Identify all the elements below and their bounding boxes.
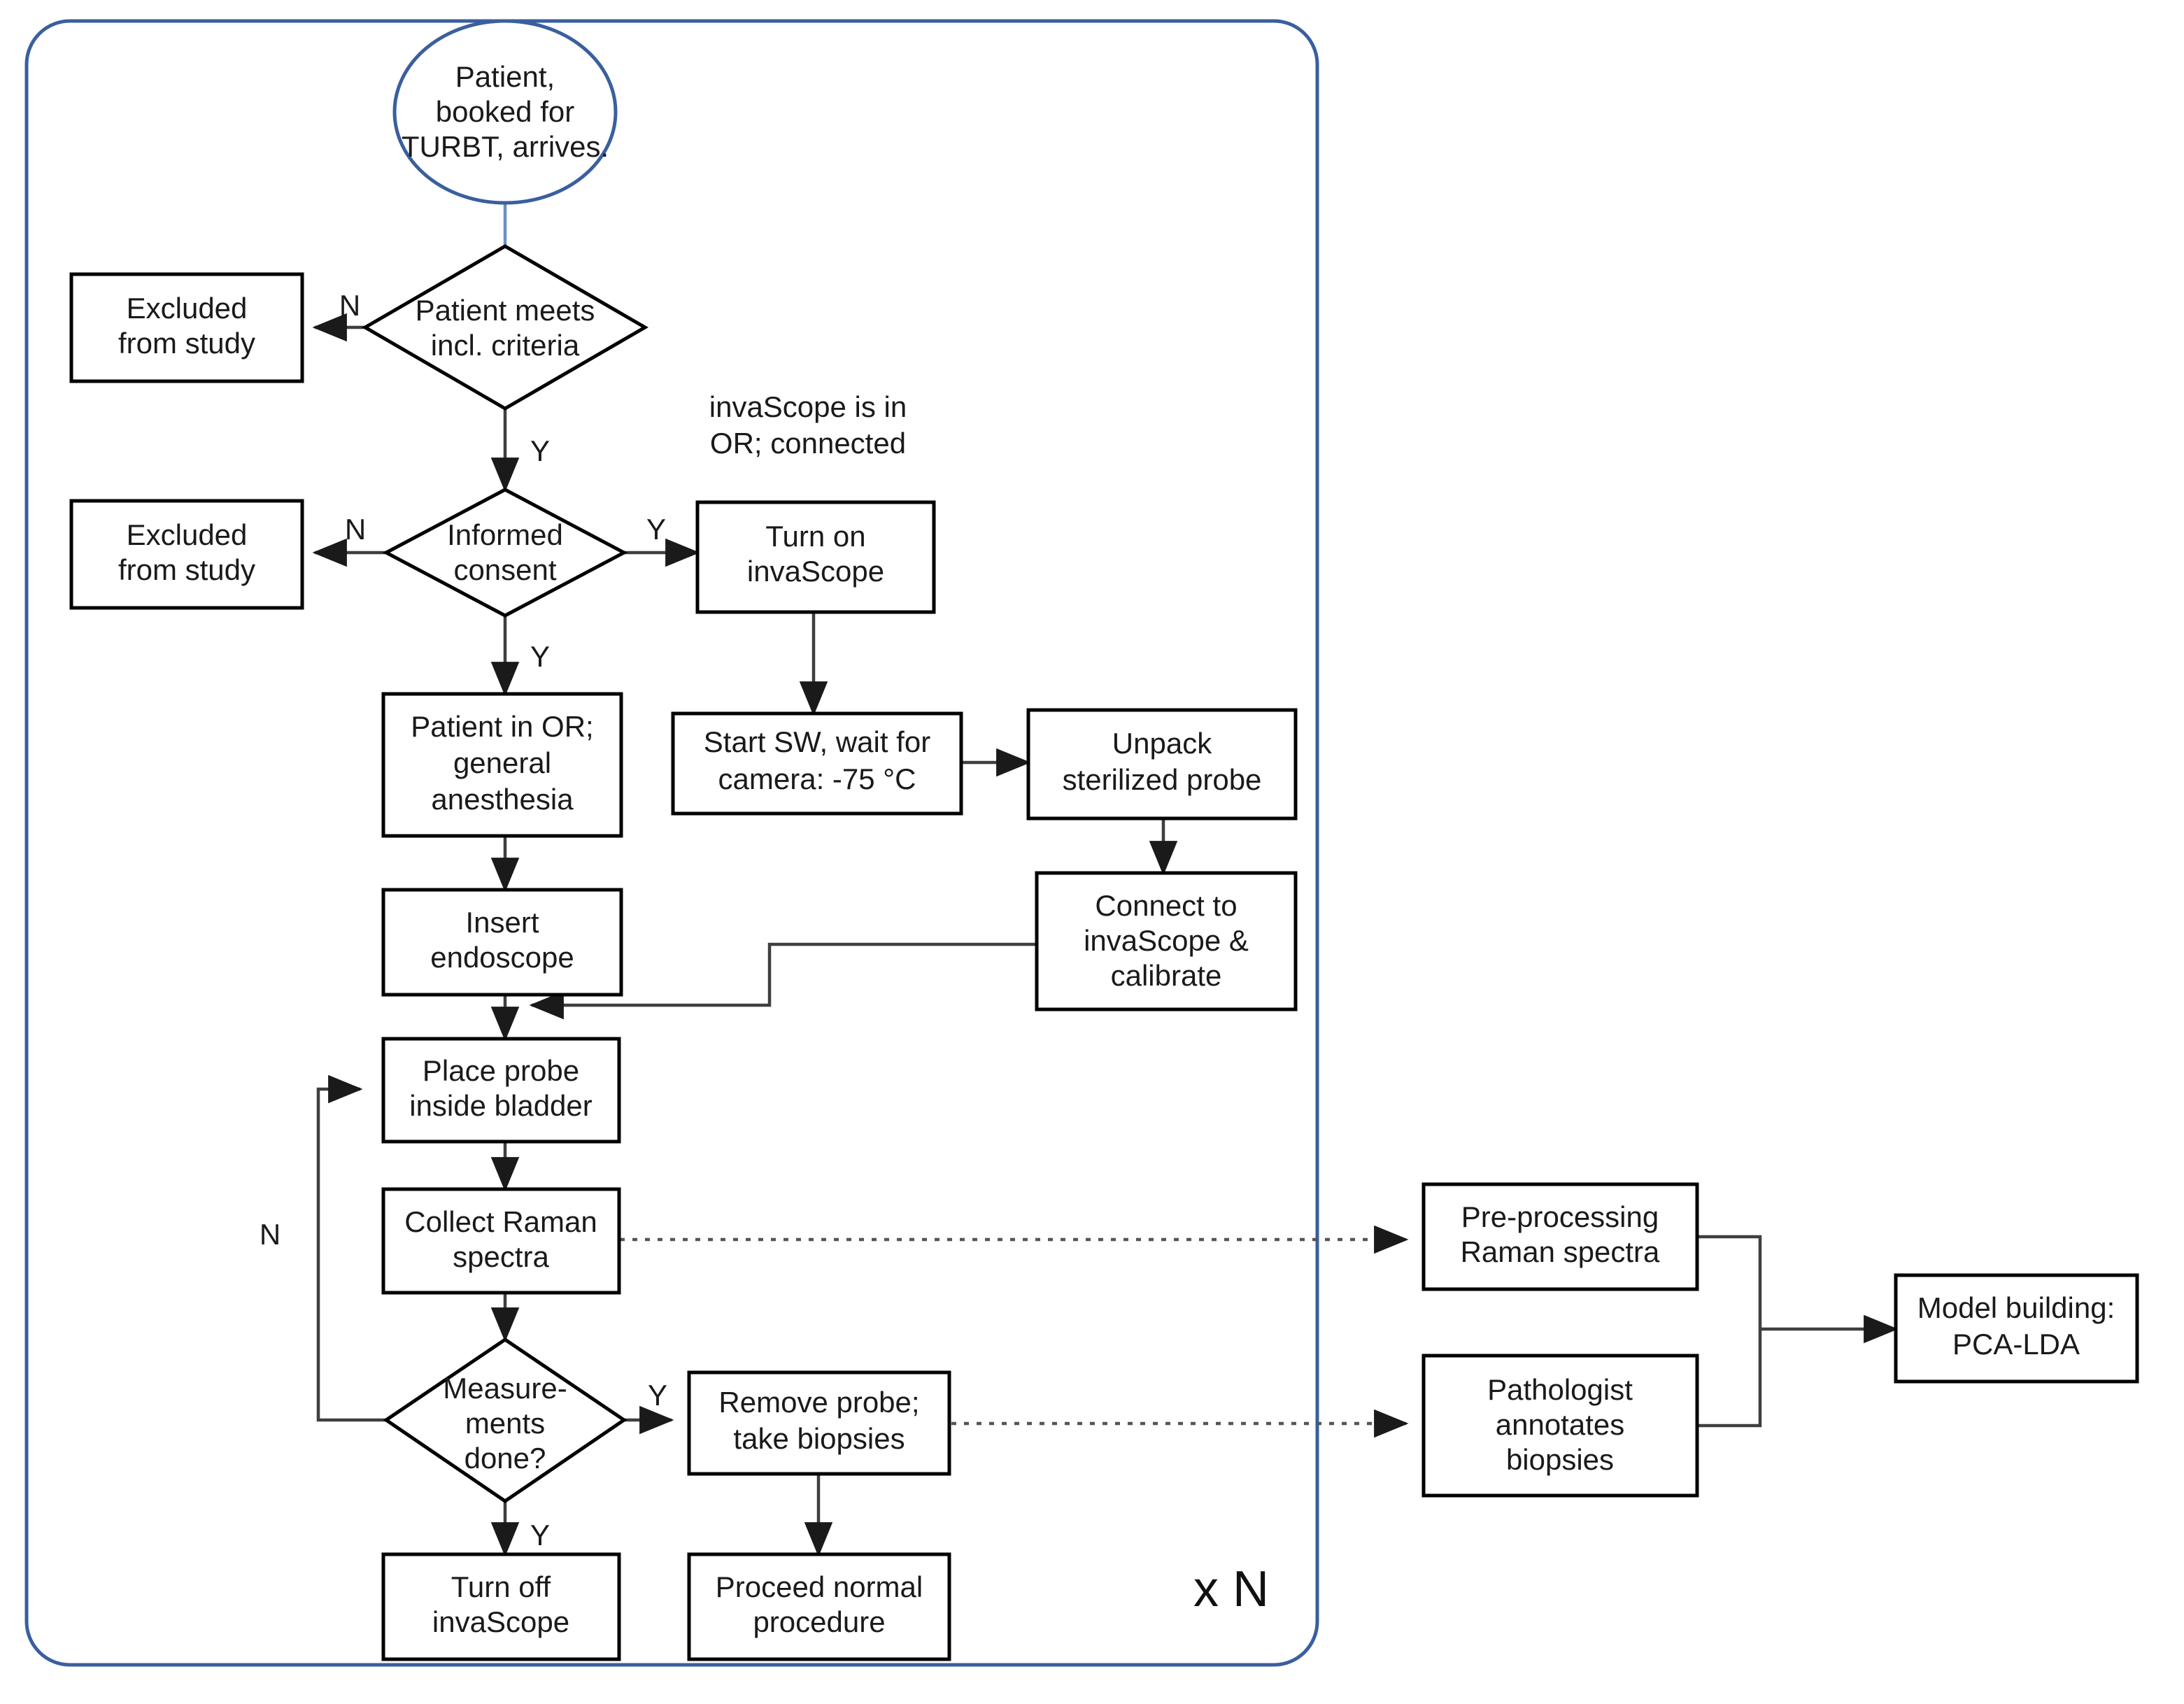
node-turnon-line2: invaScope — [747, 555, 884, 588]
node-collect-raman-spectra[interactable] — [381, 1187, 621, 1295]
node-collect-line1: Collect Raman — [404, 1205, 597, 1238]
node-measurements-line2: ments — [465, 1407, 545, 1440]
node-excluded-from-study-2[interactable] — [69, 499, 304, 610]
node-patient-in-or-anesthesia[interactable] — [381, 692, 623, 838]
node-turnon-line1: Turn on — [765, 520, 865, 553]
node-excluded1-line2: from study — [118, 327, 255, 360]
node-modelbuilding-line1: Model building: — [1917, 1291, 2115, 1324]
node-startsw-line1: Start SW, wait for — [704, 725, 930, 758]
node-patientor-line2: general — [453, 746, 551, 779]
node-patientor-line1: Patient in OR; — [411, 710, 593, 743]
branch-label-measurements-yes-right: Y — [648, 1379, 667, 1412]
node-placeprobe-line1: Place probe — [423, 1054, 579, 1087]
node-measurements-line1: Measure- — [443, 1372, 567, 1405]
edge-measurements-no-loop — [316, 1074, 386, 1422]
branch-label-consent-no: N — [345, 513, 366, 546]
repeat-count-label: x N — [1193, 1561, 1269, 1617]
edge-pathologist-merge — [1697, 1329, 1762, 1428]
node-unpack-line2: sterilized probe — [1063, 763, 1262, 796]
repeat-group-container — [24, 19, 1319, 1667]
node-insert-line2: endoscope — [430, 941, 574, 974]
branch-label-criteria-yes: Y — [530, 434, 550, 467]
node-proceed-line2: procedure — [753, 1605, 885, 1638]
node-model-building-pca-lda[interactable] — [1894, 1273, 2139, 1384]
node-preprocessing-raman-spectra[interactable] — [1421, 1182, 1699, 1291]
node-pathologist-line3: biopsies — [1506, 1443, 1614, 1476]
node-patientor-line3: anesthesia — [431, 783, 574, 816]
branch-label-consent-yes-right: Y — [646, 513, 666, 546]
branch-label-criteria-no: N — [339, 289, 360, 322]
node-turnoff-line2: invaScope — [432, 1605, 569, 1638]
node-turn-on-invascope[interactable] — [695, 500, 936, 614]
node-excluded-from-study-1[interactable] — [69, 272, 304, 383]
node-consent-line1: Informed — [447, 518, 563, 551]
node-collect-line2: spectra — [453, 1240, 549, 1273]
node-connect-line1: Connect to — [1095, 889, 1237, 922]
node-connect-invascope-calibrate[interactable] — [1035, 871, 1298, 1011]
node-preprocessing-line1: Pre-processing — [1461, 1200, 1659, 1233]
node-pathologist-annotates-biopsies[interactable] — [1421, 1354, 1699, 1498]
node-decision-inclusion-criteria[interactable] — [362, 244, 648, 411]
node-remove-probe-take-biopsies[interactable] — [687, 1370, 951, 1476]
node-pathologist-line1: Pathologist — [1487, 1373, 1633, 1406]
node-unpack-line1: Unpack — [1112, 727, 1212, 760]
node-place-probe-inside-bladder[interactable] — [381, 1037, 621, 1144]
node-modelbuilding-line2: PCA-LDA — [1952, 1328, 2080, 1361]
note-invascope-line2: OR; connected — [710, 427, 906, 460]
node-start-sw-wait-camera[interactable] — [671, 711, 963, 816]
node-insert-endoscope[interactable] — [381, 888, 623, 997]
branch-label-measurements-no: N — [260, 1218, 281, 1251]
node-proceed-line1: Proceed normal — [716, 1570, 923, 1603]
node-remove-line1: Remove probe; — [718, 1386, 919, 1419]
node-unpack-sterilized-probe[interactable] — [1026, 708, 1298, 821]
node-preprocessing-line2: Raman spectra — [1461, 1235, 1660, 1268]
branch-label-consent-yes-down: Y — [530, 640, 550, 673]
node-start-line3: TURBT, arrives. — [402, 130, 609, 163]
node-decision-informed-consent[interactable] — [382, 488, 628, 618]
node-insert-line1: Insert — [465, 906, 539, 939]
node-startsw-line2: camera: -75 °C — [718, 762, 916, 795]
node-criteria-line1: Patient meets — [416, 294, 595, 327]
node-excluded2-line1: Excluded — [127, 518, 248, 551]
node-excluded2-line2: from study — [118, 553, 255, 586]
note-invascope-line1: invaScope is in — [709, 390, 907, 423]
node-remove-line2: take biopsies — [733, 1422, 905, 1455]
node-connect-line2: invaScope & — [1084, 924, 1249, 957]
node-start-line2: booked for — [436, 95, 574, 128]
node-measurements-line3: done? — [465, 1442, 546, 1475]
node-turn-off-invascope[interactable] — [381, 1552, 621, 1661]
node-connect-line3: calibrate — [1111, 959, 1222, 992]
node-start-line1: Patient, — [455, 60, 555, 93]
node-excluded1-line1: Excluded — [127, 292, 248, 325]
edge-preprocessing-merge — [1697, 1235, 1762, 1329]
node-start-patient-arrives[interactable] — [392, 19, 618, 205]
node-placeprobe-line2: inside bladder — [409, 1089, 593, 1122]
node-decision-measurements-done[interactable] — [383, 1337, 627, 1504]
node-pathologist-line2: annotates — [1496, 1408, 1625, 1441]
node-criteria-line2: incl. criteria — [431, 329, 580, 362]
node-turnoff-line1: Turn off — [451, 1570, 551, 1603]
node-consent-line2: consent — [453, 553, 556, 586]
node-proceed-normal-procedure[interactable] — [687, 1552, 951, 1661]
branch-label-measurements-yes-down: Y — [530, 1519, 550, 1552]
edge-connect-to-placeprobe — [529, 942, 1037, 1020]
